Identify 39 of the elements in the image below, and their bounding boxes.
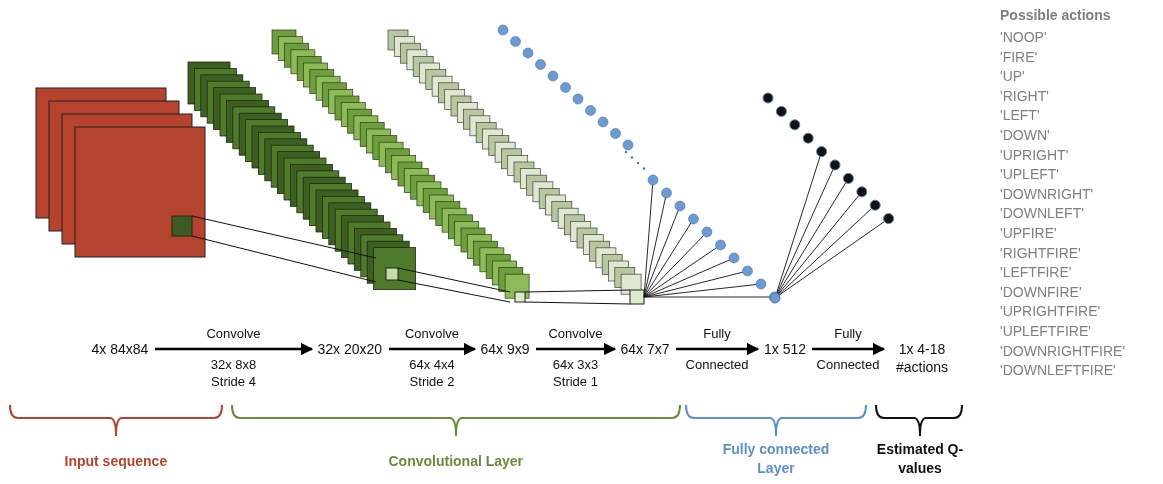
group-label: Convolutional Layer (388, 452, 524, 471)
arrow (536, 342, 617, 356)
layer-size-label: 32x 20x20 (317, 340, 383, 358)
action-name: 'UPRIGHT' (1000, 145, 1069, 165)
group-label: Input sequence (64, 452, 168, 471)
action-name: 'DOWNFIRE' (1000, 282, 1082, 302)
action-name: 'UPLEFTFIRE' (1000, 322, 1091, 341)
edge-label: Fully Connected (684, 325, 750, 373)
layer-size-label: 1x 512 (764, 340, 807, 358)
edge-label: Convolve 64x 4x4 Stride 2 (403, 325, 461, 390)
arrow (155, 342, 314, 356)
edge-label: Convolve 64x 3x3 Stride 1 (547, 325, 604, 390)
action-name: 'UP' (1000, 67, 1025, 87)
action-name: 'RIGHT' (1000, 86, 1049, 106)
action-name: 'LEFT' (1000, 106, 1040, 126)
group-label: Fully connected Layer (721, 440, 831, 478)
action-name: 'UPRIGHTFIRE' (1000, 302, 1101, 322)
action-name: 'UPLEFT' (1000, 165, 1060, 185)
action-name: 'DOWNRIGHT' (1000, 184, 1094, 204)
action-name: 'DOWN' (1000, 126, 1050, 145)
layer-size-label: 64x 7x7 (620, 340, 670, 358)
edge-label: Fully Connected (815, 325, 881, 373)
action-name: 'DOWNRIGHTFIRE' (1000, 341, 1126, 361)
arrow (676, 342, 760, 356)
action-name: 'RIGHTFIRE' (1000, 243, 1081, 263)
layer-size-label: 64x 9x9 (480, 340, 530, 358)
list-heading: Possible actions (1000, 6, 1111, 25)
action-name: 'DOWNLEFT' (1000, 204, 1084, 224)
group-label: Estimated Q-values (875, 440, 965, 478)
layer-size-label: 1x 4-18 #actions (890, 340, 954, 376)
edge-label: Convolve 32x 8x8 Stride 4 (205, 325, 262, 390)
arrow (812, 342, 886, 356)
action-name: 'UPFIRE' (1000, 224, 1057, 243)
action-name: 'FIRE' (1000, 47, 1038, 67)
layer-size-label: 4x 84x84 (91, 340, 149, 358)
arrow (389, 342, 477, 356)
action-name: 'NOOP' (1000, 28, 1047, 47)
action-name: 'LEFTFIRE' (1000, 263, 1072, 283)
action-name: 'DOWNLEFTFIRE' (1000, 361, 1116, 381)
